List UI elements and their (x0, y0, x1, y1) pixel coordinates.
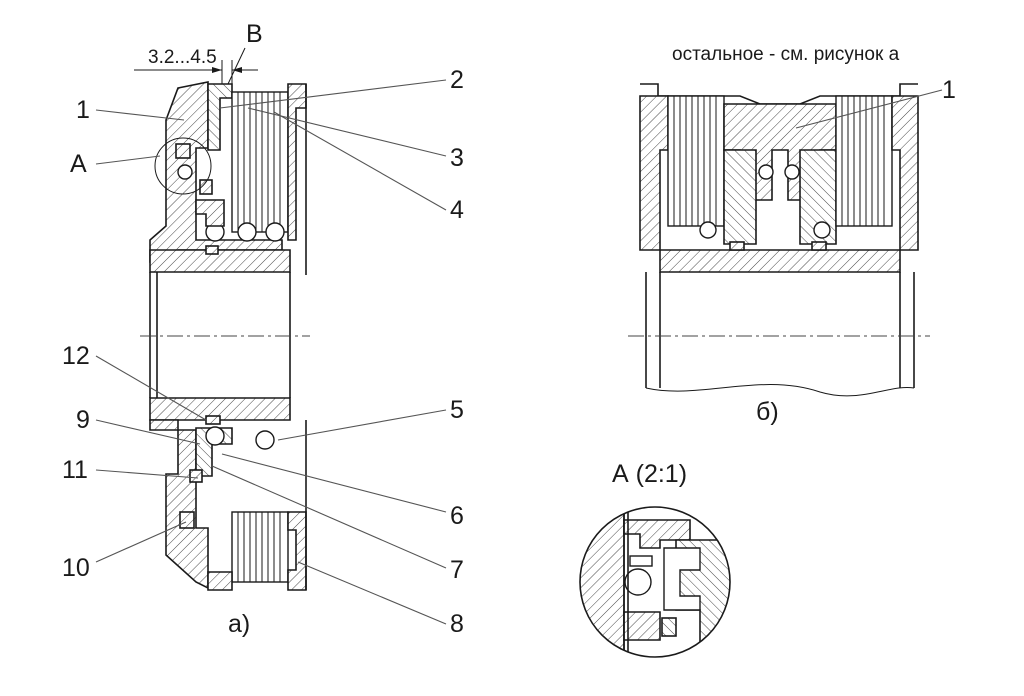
view-a-caption: а) (228, 610, 250, 638)
view-b-caption: б) (756, 398, 779, 426)
view-b-section: 1 остальное - см. рисунок а б) (628, 44, 956, 426)
callout-6: 6 (450, 502, 464, 530)
callout-11: 11 (62, 456, 88, 484)
dimension-gap (134, 47, 258, 85)
view-b-note: остальное - см. рисунок а (672, 44, 900, 65)
dimension-range-label: 3.2...4.5 (148, 47, 217, 68)
view-b-callout-1: 1 (942, 76, 956, 104)
callout-4: 4 (450, 196, 464, 224)
callout-1: 1 (76, 96, 90, 124)
disc-pack-upper (231, 91, 289, 233)
callout-7: 7 (450, 556, 464, 584)
detail-a-title: А (2:1) (612, 460, 687, 488)
view-b-disc-pack-right (835, 95, 893, 227)
callout-2: 2 (450, 66, 464, 94)
callout-3: 3 (450, 144, 464, 172)
callout-9: 9 (76, 406, 90, 434)
callout-10: 10 (62, 554, 90, 582)
callout-detail-a: А (70, 150, 87, 178)
disc-pack-lower (231, 511, 289, 583)
detail-a-marker (154, 137, 212, 195)
callout-8: 8 (450, 610, 464, 638)
detail-a-view: А (2:1) (579, 460, 731, 658)
dimension-letter-label: B (246, 20, 263, 48)
leader-lines-view-a (95, 79, 447, 625)
view-a-section: 3.2...4.5 B 1 А 2 3 4 12 9 11 10 5 6 7 8… (62, 20, 464, 638)
view-b-disc-pack-left (667, 95, 725, 227)
callout-5: 5 (450, 396, 464, 424)
callout-12: 12 (62, 342, 90, 370)
